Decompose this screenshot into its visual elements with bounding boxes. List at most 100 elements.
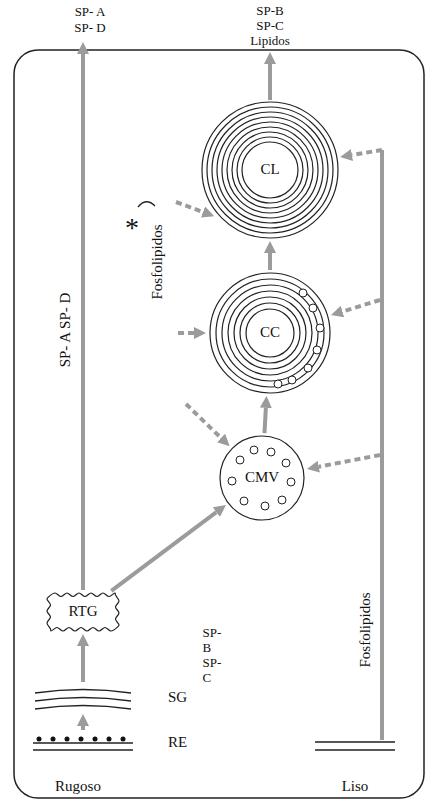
vesicle (240, 497, 248, 505)
membrane-ring (232, 132, 308, 208)
multivesicular-body: CMV (219, 435, 305, 521)
organelle-outline (33, 732, 133, 754)
lipid-label: Lipidos (250, 34, 290, 49)
membrane-ring (234, 297, 306, 369)
protein-label: SP- D (74, 21, 105, 36)
golgi-stack: SG (33, 684, 133, 712)
composite-body: CC (208, 271, 332, 395)
dashed-arrow (352, 150, 382, 155)
vesicle (267, 448, 275, 456)
golgi-cisterna (35, 698, 131, 702)
ribosome (93, 737, 98, 742)
label-holder: SP- D (74, 21, 105, 36)
vesicle (278, 496, 286, 504)
edge-label: SP-B SP-C (203, 626, 222, 686)
organelle-outline (33, 684, 133, 712)
label-holder: SP-B SP-C (203, 626, 222, 686)
membrane-ring (242, 142, 298, 198)
pathway-label: Fosfolipidos (149, 224, 166, 299)
vesicle (309, 304, 317, 312)
membrane-ring (222, 285, 318, 381)
transport-arrow (81, 646, 85, 682)
vesicle (261, 502, 269, 510)
golgi-network-outline (47, 593, 119, 631)
dashed-arrow (176, 202, 203, 212)
organelle-name: RTG (65, 603, 100, 620)
cell-membrane (14, 50, 424, 798)
ribosome (107, 737, 112, 742)
label-holder: SP- A (75, 5, 106, 20)
label-holder: Rugoso (55, 778, 101, 795)
protein-label: SP- A (75, 5, 106, 20)
vesicle (228, 477, 236, 485)
organelle-name: SG (165, 689, 190, 706)
label-holder: SP-B (256, 4, 283, 19)
label-holder: Fosfolipidos (149, 224, 166, 299)
membrane-ring (228, 291, 312, 375)
transport-arrow (264, 408, 265, 433)
secretion-arrow (268, 64, 272, 100)
membrane-ring (210, 273, 330, 393)
membrane-ring (246, 309, 294, 357)
vesicle (304, 364, 312, 372)
label-holder: Liso (342, 778, 369, 795)
organelle-name: CL (257, 161, 282, 178)
vesicle (282, 459, 290, 467)
vesicle (313, 346, 321, 354)
organelle-name: RE (165, 734, 190, 751)
membrane-ring (240, 303, 300, 363)
vesicle (274, 380, 282, 388)
lipid-pathway (380, 150, 384, 740)
membrane-ring (227, 127, 313, 213)
vesicle (316, 324, 324, 332)
lamellar-fragment (138, 202, 155, 207)
membrane-ring (212, 112, 328, 228)
vesicle (287, 478, 295, 486)
ribosome (65, 737, 70, 742)
rough-er: RE (33, 732, 133, 754)
dashed-arrow (186, 404, 221, 438)
label-holder: Lipidos (250, 34, 290, 49)
label-holder: SP-C (256, 19, 283, 34)
pathway-label: SP- A SP- D (57, 293, 74, 368)
membrane-ring (222, 122, 318, 218)
label-holder: SP- A SP- D (57, 293, 74, 368)
vesicle (250, 446, 258, 454)
protein-label: SP-B (256, 4, 283, 19)
transport-arrow (111, 512, 216, 591)
ribosome (79, 737, 84, 742)
er-membrane (33, 749, 133, 751)
membrane-ring (220, 436, 304, 520)
dashed-arrow (319, 455, 380, 467)
ribosome (37, 737, 42, 742)
label-holder: * (125, 212, 139, 244)
organelle-label: Rugoso (55, 778, 101, 795)
vesicle (299, 289, 307, 297)
dashed-arrow (343, 300, 381, 312)
pathway-label: Fosfolipidos (357, 592, 374, 667)
er-membrane (33, 742, 133, 744)
membrane-ring (202, 102, 338, 238)
smooth-er (315, 742, 395, 750)
membrane-ring (217, 117, 323, 223)
organelle-label: Liso (342, 778, 369, 795)
asterisk-mark: * (125, 212, 139, 244)
label-holder: Fosfolipidos (357, 592, 374, 667)
lamellar-body: CL (200, 100, 340, 240)
membrane-ring (216, 279, 324, 387)
vesicle (236, 456, 244, 464)
trans-golgi-box: RTG (46, 592, 120, 632)
secretion-arrow (81, 54, 85, 590)
ribosome (51, 737, 56, 742)
transport-arrow (268, 253, 272, 270)
golgi-cisterna (35, 706, 131, 710)
protein-label: SP-C (256, 19, 283, 34)
membrane-ring (237, 137, 303, 203)
transport-arrow (81, 726, 85, 730)
vesicle (288, 376, 296, 384)
dashed-arrow (178, 331, 194, 335)
ribosome (121, 737, 126, 742)
organelle-name: CMV (242, 469, 282, 486)
organelle-name: CC (257, 324, 283, 341)
